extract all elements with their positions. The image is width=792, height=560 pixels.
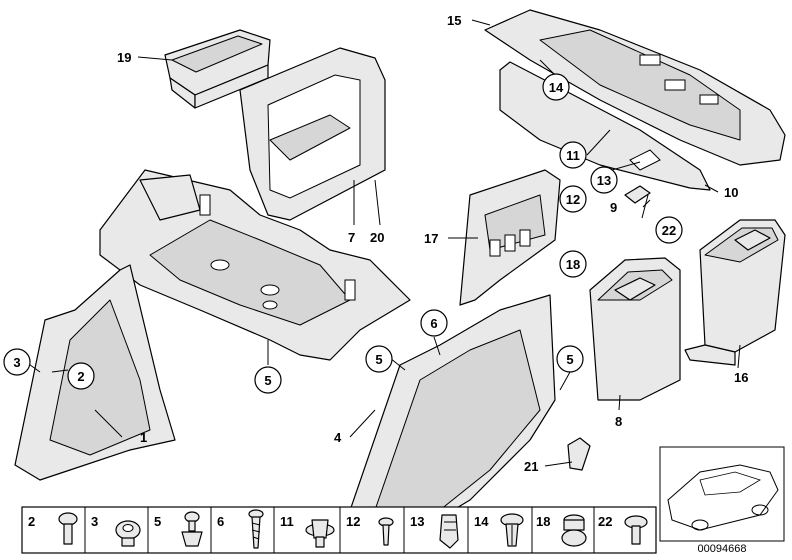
spring-clip-icon (439, 514, 459, 549)
legend-number-5: 5 (154, 514, 161, 529)
push-pin-icon (181, 511, 203, 547)
callout-20: 20 (370, 230, 384, 245)
callouts: 19 15 7 20 10 9 17 1 4 8 16 21 (117, 13, 748, 474)
callout-19: 19 (117, 50, 131, 65)
car-thumbnail: 00094668 (659, 446, 785, 555)
part-17-bracket (459, 169, 561, 306)
callout-10: 10 (724, 185, 738, 200)
legend-number-14: 14 (474, 514, 489, 529)
small-screw-icon (378, 517, 394, 546)
legend-number-18: 18 (536, 514, 550, 529)
expanding-rivet-icon (500, 513, 524, 547)
callout-18: 18 (566, 257, 580, 272)
legend-number-13: 13 (410, 514, 424, 529)
clip-nut-icon (305, 519, 335, 548)
callout-1: 1 (140, 430, 147, 445)
callout-15: 15 (447, 13, 461, 28)
callout-16: 16 (734, 370, 748, 385)
diagram-id: 00094668 (698, 543, 747, 555)
part-9-cover (624, 185, 651, 204)
callout-14: 14 (549, 80, 564, 95)
legend-number-11: 11 (280, 514, 294, 529)
part-7-frame (239, 47, 386, 221)
callout-2: 2 (77, 369, 84, 384)
callout-22: 22 (662, 223, 676, 238)
callout-9: 9 (610, 200, 617, 215)
part-15-shelf-panel (484, 9, 786, 166)
grommet-icon (561, 514, 587, 547)
callout-5-left: 5 (375, 352, 382, 367)
legend-number-6: 6 (217, 514, 224, 529)
callout-5-center: 5 (264, 373, 271, 388)
legend-number-2: 2 (28, 514, 35, 529)
callout-8: 8 (615, 414, 622, 429)
expanding-nut-icon (115, 520, 141, 547)
screw-icon (248, 509, 264, 549)
callout-21: 21 (524, 459, 538, 474)
callout-17: 17 (424, 231, 438, 246)
rivet-clip-icon (58, 512, 78, 545)
callout-12: 12 (566, 192, 580, 207)
fastener-legend: 2 3 5 6 11 12 13 14 18 22 (21, 506, 657, 554)
part-4-right-side-trim (344, 294, 556, 531)
plug-rivet-icon (624, 515, 648, 545)
callout-13: 13 (597, 173, 611, 188)
legend-number-22: 22 (598, 514, 612, 529)
callout-7: 7 (348, 230, 355, 245)
part-16-box (684, 219, 786, 366)
legend-number-12: 12 (346, 514, 360, 529)
circled-callouts: 14 11 13 12 22 18 6 5 5 5 3 2 (3, 73, 683, 394)
part-21-clip (567, 437, 591, 471)
part-1-left-side-trim (14, 264, 176, 481)
leader-lines (25, 19, 741, 467)
callout-4: 4 (334, 430, 342, 445)
callout-3: 3 (13, 355, 20, 370)
callout-5-right: 5 (566, 352, 573, 367)
callout-11: 11 (566, 148, 580, 163)
part-19-tray (164, 29, 271, 109)
legend-number-3: 3 (91, 514, 98, 529)
callout-6: 6 (430, 316, 437, 331)
part-20-floor-tray (99, 169, 411, 361)
part-8-battery-box (589, 257, 681, 401)
